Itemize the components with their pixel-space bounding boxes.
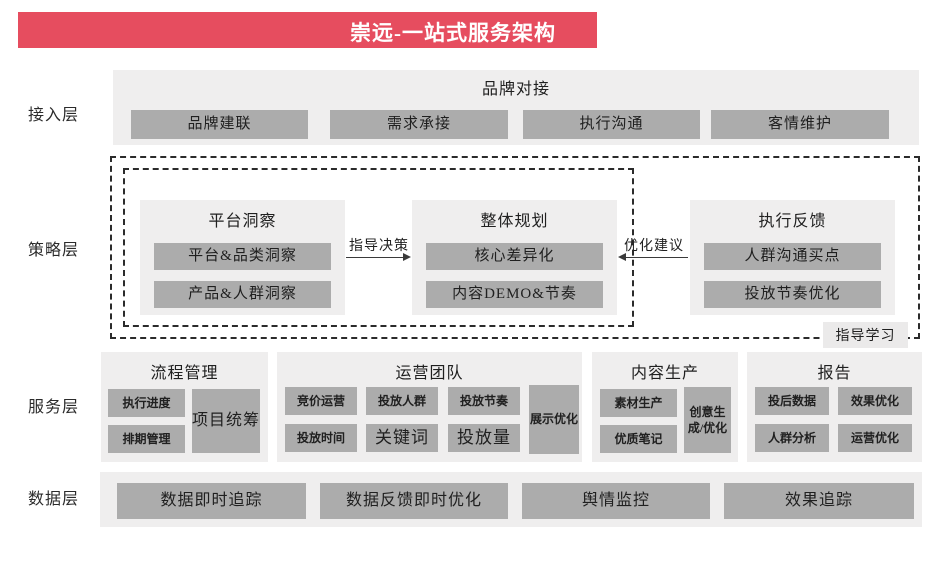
arrow-optimize-suggestion-line — [626, 257, 688, 258]
access-box-execution-comm: 执行沟通 — [523, 110, 700, 139]
quality-notes-box: 优质笔记 — [600, 425, 677, 453]
arrow-right-head-icon — [403, 253, 411, 261]
operation-opt-box: 运营优化 — [838, 424, 912, 452]
guide-learning-tag: 指导学习 — [823, 322, 908, 348]
delivery-time-box: 投放时间 — [285, 424, 357, 452]
strategy-outer-dashed-frame — [110, 156, 920, 339]
service-group-report: 报告 投后数据 效果优化 人群分析 运营优化 — [747, 352, 922, 462]
delivery-rhythm-opt-box: 投放节奏优化 — [704, 281, 881, 308]
content-demo-rhythm-box: 内容DEMO&节奏 — [426, 281, 603, 308]
exec-feedback-title: 执行反馈 — [758, 213, 827, 230]
strategy-group-exec-feedback: 执行反馈 人群沟通买点 投放节奏优化 — [690, 200, 895, 315]
material-production-box: 素材生产 — [600, 389, 677, 417]
audience-analysis-box: 人群分析 — [755, 424, 829, 452]
effect-opt-box: 效果优化 — [838, 387, 912, 415]
product-audience-insight-box: 产品&人群洞察 — [154, 281, 331, 308]
data-feedback-opt-box: 数据反馈即时优化 — [320, 483, 508, 519]
arrow-left-head-icon — [618, 253, 626, 261]
schedule-mgmt-box: 排期管理 — [108, 425, 185, 453]
data-layer-panel: 数据即时追踪 数据反馈即时优化 舆情监控 效果追踪 — [100, 472, 922, 527]
content-production-title: 内容生产 — [630, 365, 699, 382]
service-group-process-mgmt: 流程管理 执行进度 排期管理 项目统筹 — [101, 352, 268, 462]
operations-team-title: 运营团队 — [395, 365, 464, 382]
effect-tracking-box: 效果追踪 — [724, 483, 914, 519]
sentiment-monitoring-box: 舆情监控 — [522, 483, 710, 519]
arrow-optimize-suggestion-label: 优化建议 — [624, 239, 684, 254]
process-mgmt-title: 流程管理 — [150, 365, 219, 382]
layer-label-strategy: 策略层 — [28, 242, 80, 259]
display-opt-box: 展示优化 — [529, 385, 579, 454]
delivery-volume-box: 投放量 — [448, 424, 520, 452]
arrow-guide-decision-line — [346, 257, 404, 258]
delivery-rhythm-box: 投放节奏 — [448, 387, 520, 415]
access-layer-header: 品牌对接 — [481, 81, 550, 98]
strategy-inner-dashed-frame — [123, 168, 634, 327]
access-layer-panel: 品牌对接 品牌建联 需求承接 执行沟通 客情维护 — [113, 70, 919, 145]
page-title: 崇远-一站式服务架构 — [350, 21, 556, 45]
realtime-data-tracking-box: 数据即时追踪 — [117, 483, 306, 519]
access-box-demand-intake: 需求承接 — [330, 110, 508, 139]
service-group-content-production: 内容生产 素材生产 优质笔记 创意生成/优化 — [592, 352, 738, 462]
layer-label-service: 服务层 — [28, 399, 80, 416]
overall-plan-title: 整体规划 — [480, 213, 549, 230]
exec-progress-box: 执行进度 — [108, 389, 185, 417]
keywords-box: 关键词 — [366, 424, 438, 452]
service-group-operations-team: 运营团队 竞价运营 投放人群 投放节奏 投放时间 关键词 投放量 展示优化 — [277, 352, 582, 462]
bidding-ops-box: 竞价运营 — [285, 387, 357, 415]
platform-insight-title: 平台洞察 — [208, 213, 277, 230]
post-delivery-data-box: 投后数据 — [755, 387, 829, 415]
report-title: 报告 — [817, 365, 852, 382]
audience-selling-point-box: 人群沟通买点 — [704, 243, 881, 270]
platform-category-insight-box: 平台&品类洞察 — [154, 243, 331, 270]
core-differentiation-box: 核心差异化 — [426, 243, 603, 270]
delivery-audience-box: 投放人群 — [366, 387, 438, 415]
strategy-group-overall-plan: 整体规划 核心差异化 内容DEMO&节奏 — [412, 200, 617, 315]
access-box-client-care: 客情维护 — [711, 110, 889, 139]
arrow-optimize-suggestion: 优化建议 — [618, 235, 690, 269]
layer-label-access: 接入层 — [28, 107, 80, 124]
project-coordination-box: 项目统筹 — [192, 389, 260, 453]
access-box-brand-connect: 品牌建联 — [131, 110, 308, 139]
creative-generation-box: 创意生成/优化 — [684, 387, 731, 453]
arrow-guide-decision-label: 指导决策 — [349, 239, 409, 254]
title-banner: 崇远-一站式服务架构 — [18, 12, 597, 48]
arrow-guide-decision: 指导决策 — [346, 235, 412, 269]
layer-label-data: 数据层 — [28, 491, 80, 508]
strategy-group-platform-insight: 平台洞察 平台&品类洞察 产品&人群洞察 — [140, 200, 345, 315]
